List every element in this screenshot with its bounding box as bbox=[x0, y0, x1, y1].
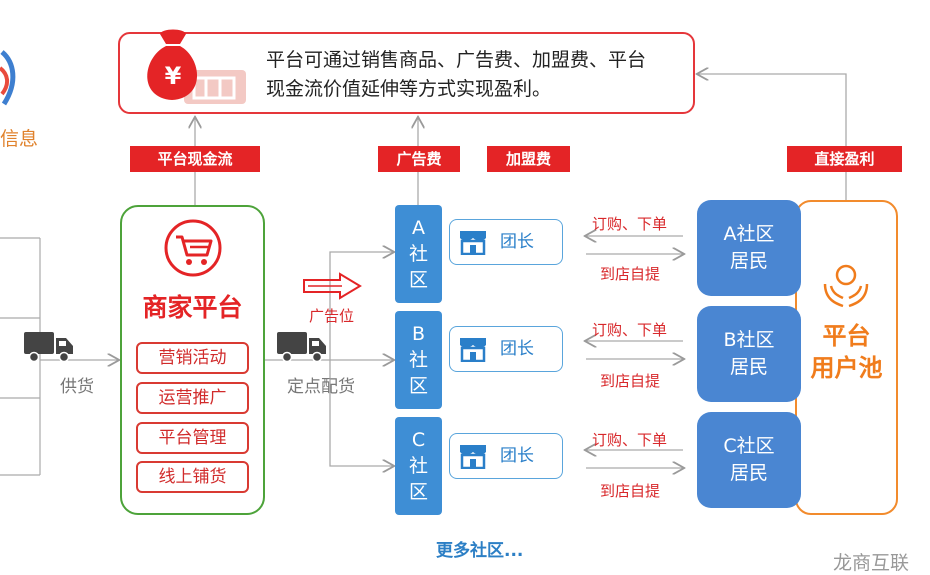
residents-b-line2: 居民 bbox=[729, 356, 768, 378]
user-pool-title: 平台 用户池 bbox=[795, 320, 898, 384]
logo-fragment-icon bbox=[0, 50, 16, 106]
community-c-letter: C bbox=[411, 429, 426, 451]
svg-text:¥: ¥ bbox=[165, 62, 182, 90]
pickup-label-a: 到店自提 bbox=[600, 265, 661, 283]
ad-slot-arrow-icon bbox=[303, 272, 362, 300]
merchant-item-listing: 线上铺货 bbox=[136, 461, 249, 493]
order-label-a: 订购、下单 bbox=[592, 215, 668, 233]
more-communities-label: 更多社区... bbox=[436, 541, 524, 561]
tag-franchise-fee: 加盟费 bbox=[487, 146, 570, 172]
profit-summary-line1: 平台可通过销售商品、广告费、加盟费、平台 bbox=[266, 49, 647, 71]
order-label-b: 订购、下单 bbox=[592, 321, 668, 339]
leader-label-a: 团长 bbox=[500, 232, 534, 252]
delivery-label: 定点配货 bbox=[287, 377, 355, 397]
ad-slot-label: 广告位 bbox=[309, 307, 355, 325]
logo-text: 信息 bbox=[0, 128, 39, 150]
profit-summary-line2: 现金流价值延伸等方式实现盈利。 bbox=[266, 78, 552, 100]
user-pool-line1: 平台 bbox=[822, 322, 871, 350]
merchant-item-marketing: 营销活动 bbox=[136, 342, 249, 374]
user-pool-line2: 用户池 bbox=[810, 354, 883, 382]
community-b-char1: 社 bbox=[408, 349, 428, 371]
community-c-char1: 社 bbox=[408, 455, 428, 477]
residents-a-line1: A社区 bbox=[723, 223, 775, 245]
leader-label-c: 团长 bbox=[500, 446, 534, 466]
residents-b-line1: B社区 bbox=[723, 329, 775, 351]
truck-icon bbox=[24, 332, 73, 362]
merchant-item-operations: 运营推广 bbox=[136, 382, 249, 414]
tag-platform-cashflow: 平台现金流 bbox=[130, 146, 260, 172]
residents-a-line2: 居民 bbox=[729, 250, 768, 272]
money-bag-icon: ¥ bbox=[147, 29, 246, 104]
leader-label-b: 团长 bbox=[500, 339, 534, 359]
community-b-char2: 区 bbox=[408, 375, 428, 397]
community-b-letter: B bbox=[411, 323, 426, 345]
store-icon bbox=[460, 231, 486, 255]
merchant-item-management: 平台管理 bbox=[136, 422, 249, 454]
community-c-char2: 区 bbox=[408, 481, 428, 503]
residents-b: B社区 居民 bbox=[697, 306, 801, 402]
leader-card-b bbox=[449, 326, 563, 372]
community-b: B 社 区 bbox=[395, 311, 442, 409]
merchant-platform-title: 商家平台 bbox=[142, 293, 243, 322]
store-icon bbox=[460, 445, 486, 469]
profit-summary-text: 平台可通过销售商品、广告费、加盟费、平台 现金流价值延伸等方式实现盈利。 bbox=[266, 46, 686, 104]
hands-icon bbox=[823, 264, 869, 308]
residents-a: A社区 居民 bbox=[697, 200, 801, 296]
order-label-c: 订购、下单 bbox=[592, 431, 668, 449]
pickup-label-b: 到店自提 bbox=[600, 372, 661, 390]
community-a: A 社 区 bbox=[395, 205, 442, 303]
community-a-char1: 社 bbox=[408, 243, 428, 265]
truck-icon bbox=[277, 332, 326, 362]
tag-ad-fee: 广告费 bbox=[378, 146, 460, 172]
community-c: C 社 区 bbox=[395, 417, 442, 515]
residents-c-line2: 居民 bbox=[729, 462, 768, 484]
tag-direct-profit: 直接盈利 bbox=[787, 146, 902, 172]
watermark: 龙商互联 bbox=[833, 552, 910, 574]
community-a-letter: A bbox=[412, 217, 425, 239]
supply-label: 供货 bbox=[60, 377, 94, 397]
residents-c: C社区 居民 bbox=[697, 412, 801, 508]
store-icon bbox=[460, 338, 486, 362]
community-a-char2: 区 bbox=[408, 269, 428, 291]
shopping-cart-icon bbox=[164, 219, 222, 277]
pickup-label-c: 到店自提 bbox=[600, 482, 661, 500]
residents-c-line1: C社区 bbox=[723, 435, 775, 457]
